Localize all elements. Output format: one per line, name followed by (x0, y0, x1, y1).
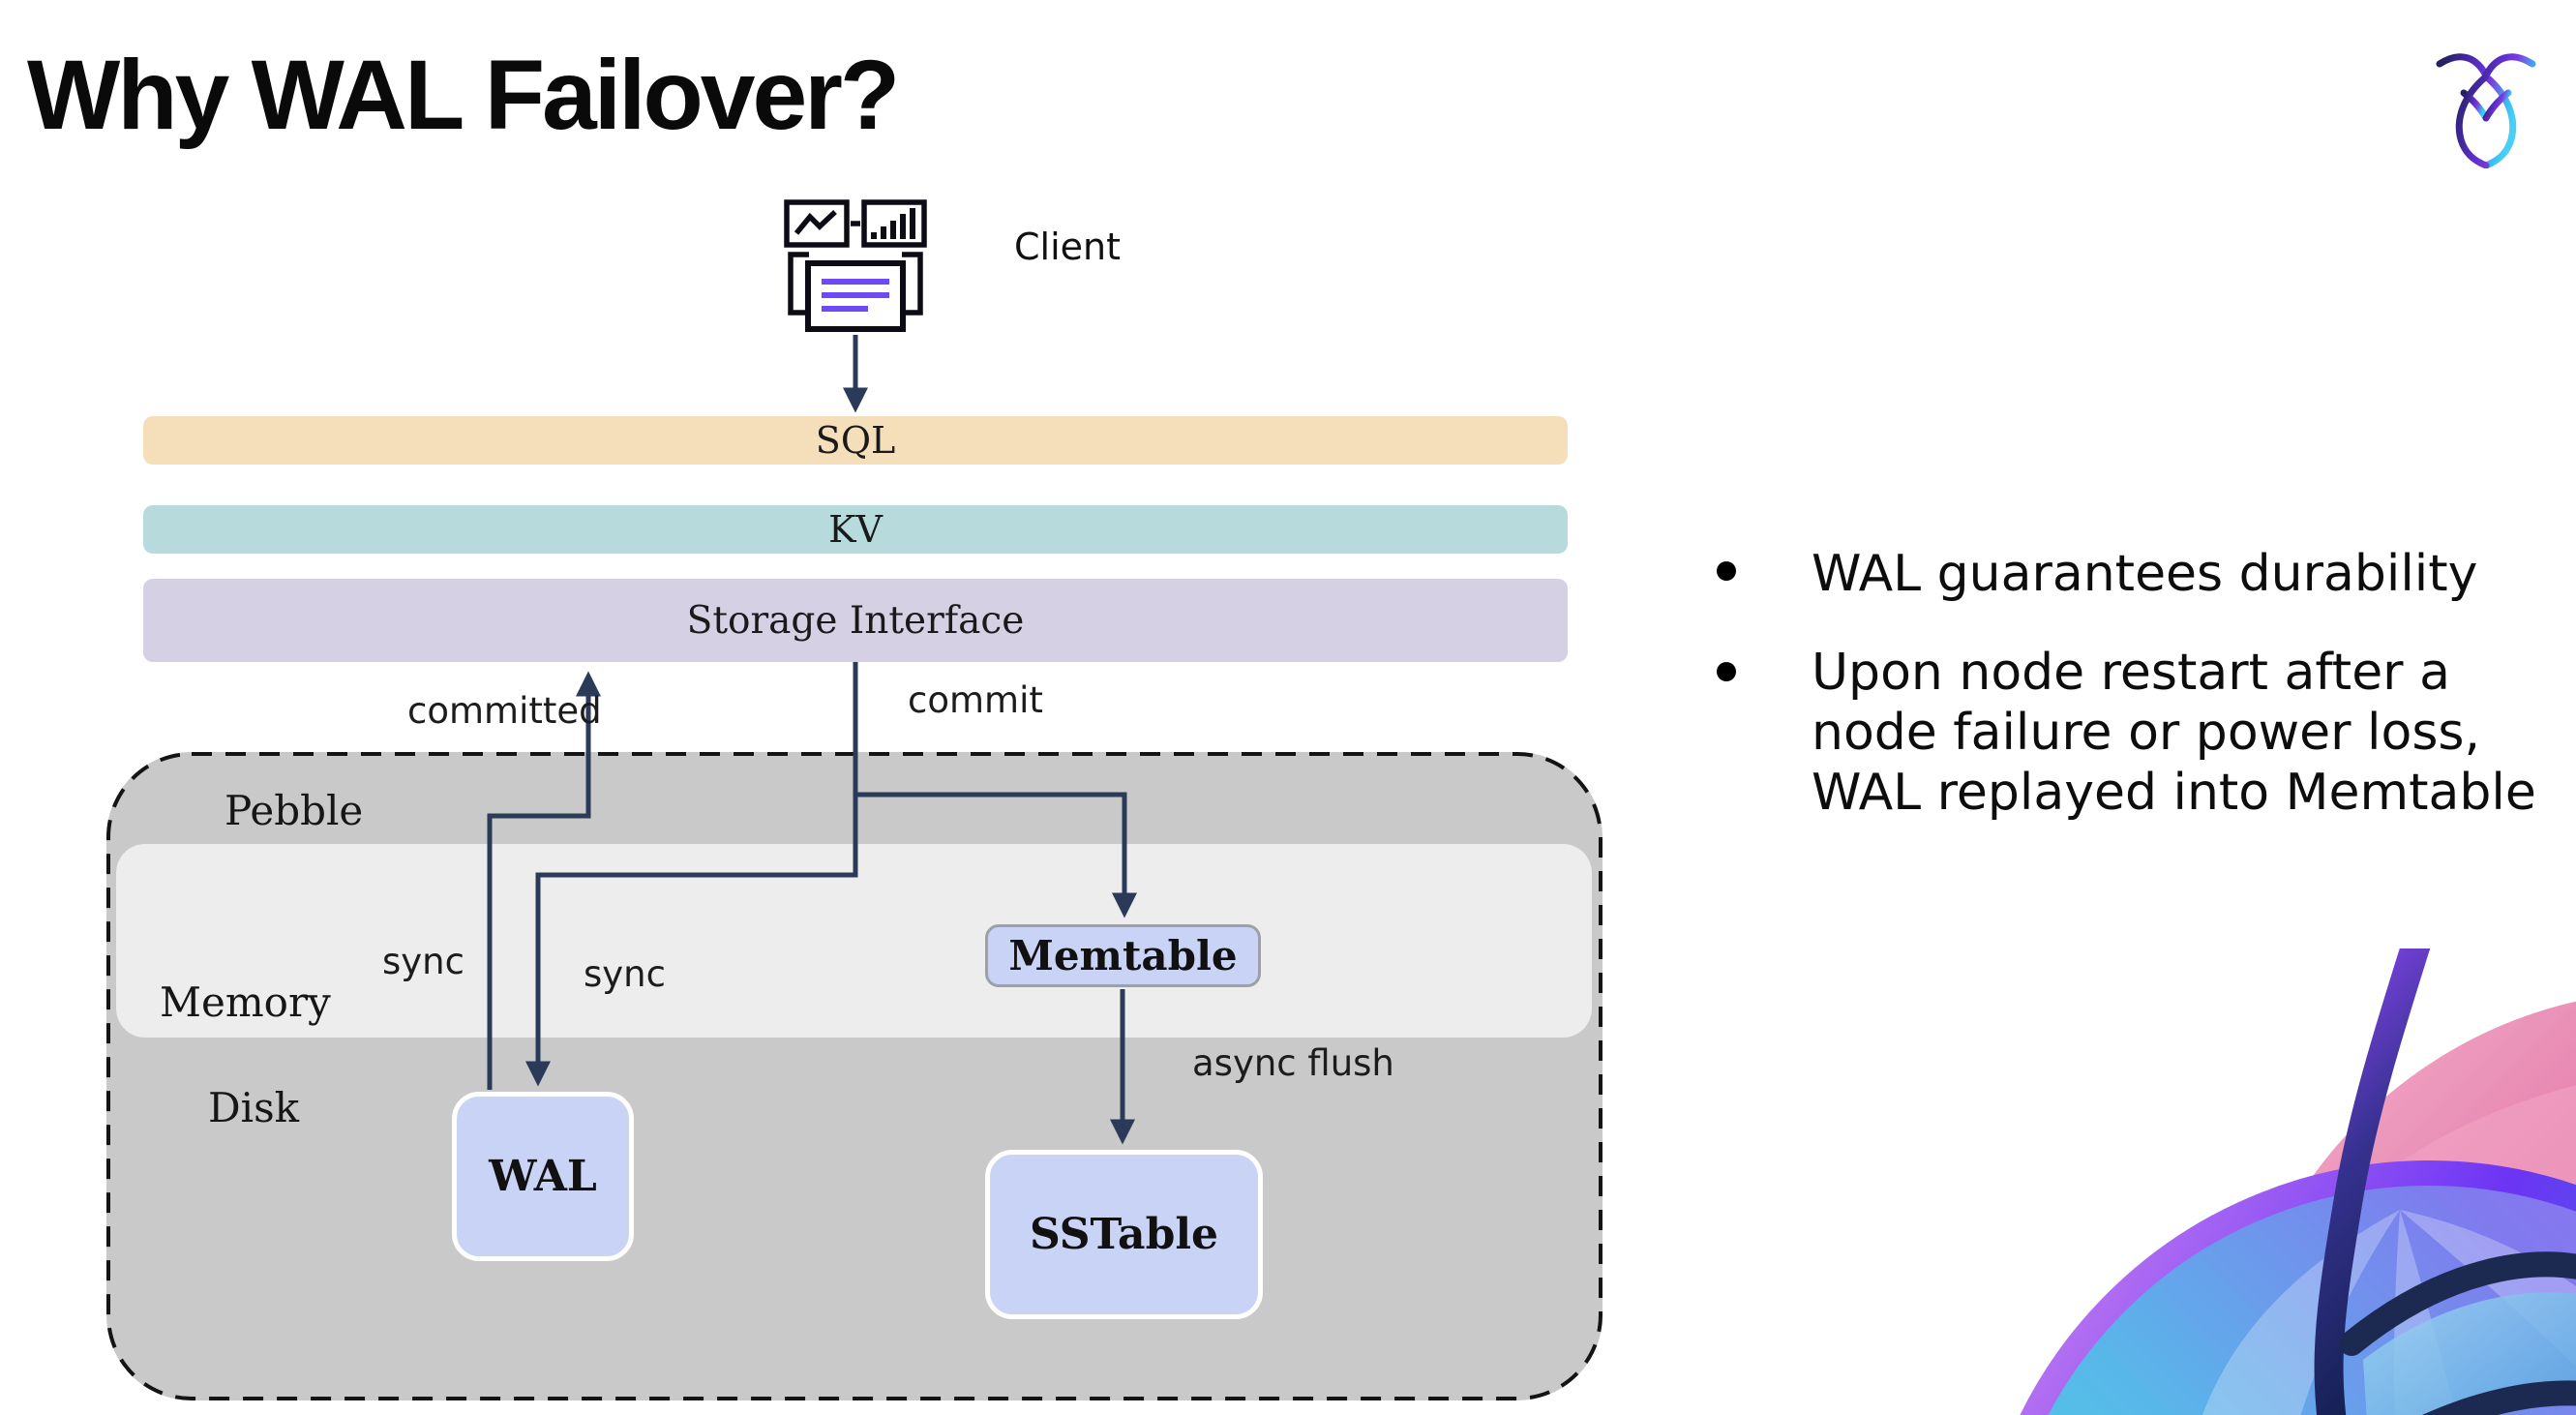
edge-label-sync-left: sync (382, 941, 464, 982)
bullet-line: node failure or power loss, (1812, 704, 2481, 762)
layer-bar-storage-interface: Storage Interface (143, 579, 1568, 662)
bullet-line: Upon node restart after a (1812, 644, 2450, 702)
memtable-label: Memtable (1008, 932, 1238, 979)
bullet-item: WAL guarantees durability (1812, 544, 2477, 604)
memory-band (116, 844, 1592, 1038)
wal-box: WAL (452, 1092, 634, 1261)
wal-label: WAL (489, 1152, 597, 1201)
pebble-label: Pebble (225, 787, 364, 834)
memtable-box: Memtable (985, 924, 1261, 987)
edge-label-commit: commit (908, 679, 1043, 721)
layer-label-storage-interface: Storage Interface (686, 598, 1025, 643)
brand-art-corner (2020, 948, 2576, 1415)
client-workstation-icon (784, 199, 927, 332)
layer-bar-sql: SQL (143, 416, 1568, 465)
edge-label-committed: committed (407, 690, 602, 732)
art-stem-stroke (2314, 948, 2431, 1415)
cockroachdb-logo-icon (2436, 53, 2536, 168)
edge-label-sync-right: sync (584, 953, 666, 995)
bullet-line: WAL replayed into Memtable (1812, 764, 2536, 822)
layer-bar-kv: KV (143, 505, 1568, 554)
layer-label-sql: SQL (815, 419, 896, 462)
bullet-dot (1717, 662, 1736, 681)
bullet-item: Upon node restart after a node failure o… (1812, 643, 2536, 823)
sstable-label: SSTable (1029, 1210, 1219, 1259)
page-title: Why WAL Failover? (27, 40, 900, 150)
sstable-box: SSTable (985, 1150, 1263, 1319)
memory-label: Memory (160, 978, 331, 1026)
disk-label: Disk (208, 1084, 300, 1131)
edge-label-async-flush: async flush (1192, 1042, 1394, 1084)
art-circle-outline (2020, 1160, 2576, 1415)
layer-label-kv: KV (828, 508, 883, 551)
client-label: Client (1014, 226, 1122, 268)
bullet-dot (1717, 561, 1736, 581)
bullet-line: WAL guarantees durability (1812, 545, 2478, 603)
